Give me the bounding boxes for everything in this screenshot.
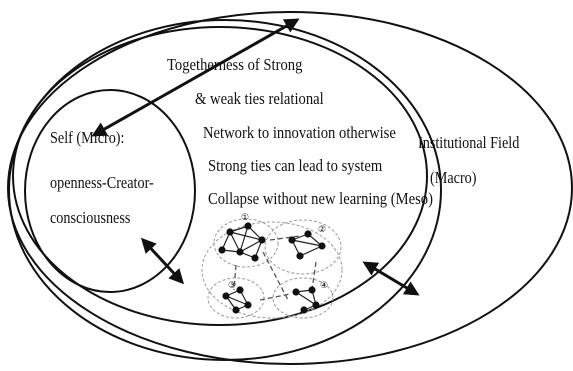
macro-line-2: (Macro) xyxy=(430,168,477,187)
micro-meso-diagonal-arrow xyxy=(91,18,300,137)
meso-line-5: Collapse without new learning (Meso) xyxy=(208,189,433,208)
micro-meso-arrow xyxy=(140,237,185,285)
network-illustration: ① ② ③ ④ xyxy=(201,213,343,319)
micro-line-2: openness-Creator- xyxy=(50,173,154,192)
network-node-label: ① xyxy=(241,213,249,223)
macro-field-ellipse xyxy=(7,11,573,365)
network-node-label: ② xyxy=(318,225,326,235)
network-node-label: ④ xyxy=(320,281,328,291)
meso-line-4: Strong ties can lead to system xyxy=(208,156,383,175)
macro-line-1: Institutional Field xyxy=(418,133,520,152)
meso-line-1: Togetherness of Strong xyxy=(167,55,303,74)
meso-line-3: Network to innovation otherwise xyxy=(203,123,396,142)
micro-line-3: consciousness xyxy=(50,208,131,227)
meso-line-2: & weak ties relational xyxy=(195,89,324,108)
network-node-label: ③ xyxy=(228,281,236,291)
meso-macro-arrow xyxy=(362,261,420,296)
micro-line-1: Self (Micro): xyxy=(50,128,125,147)
